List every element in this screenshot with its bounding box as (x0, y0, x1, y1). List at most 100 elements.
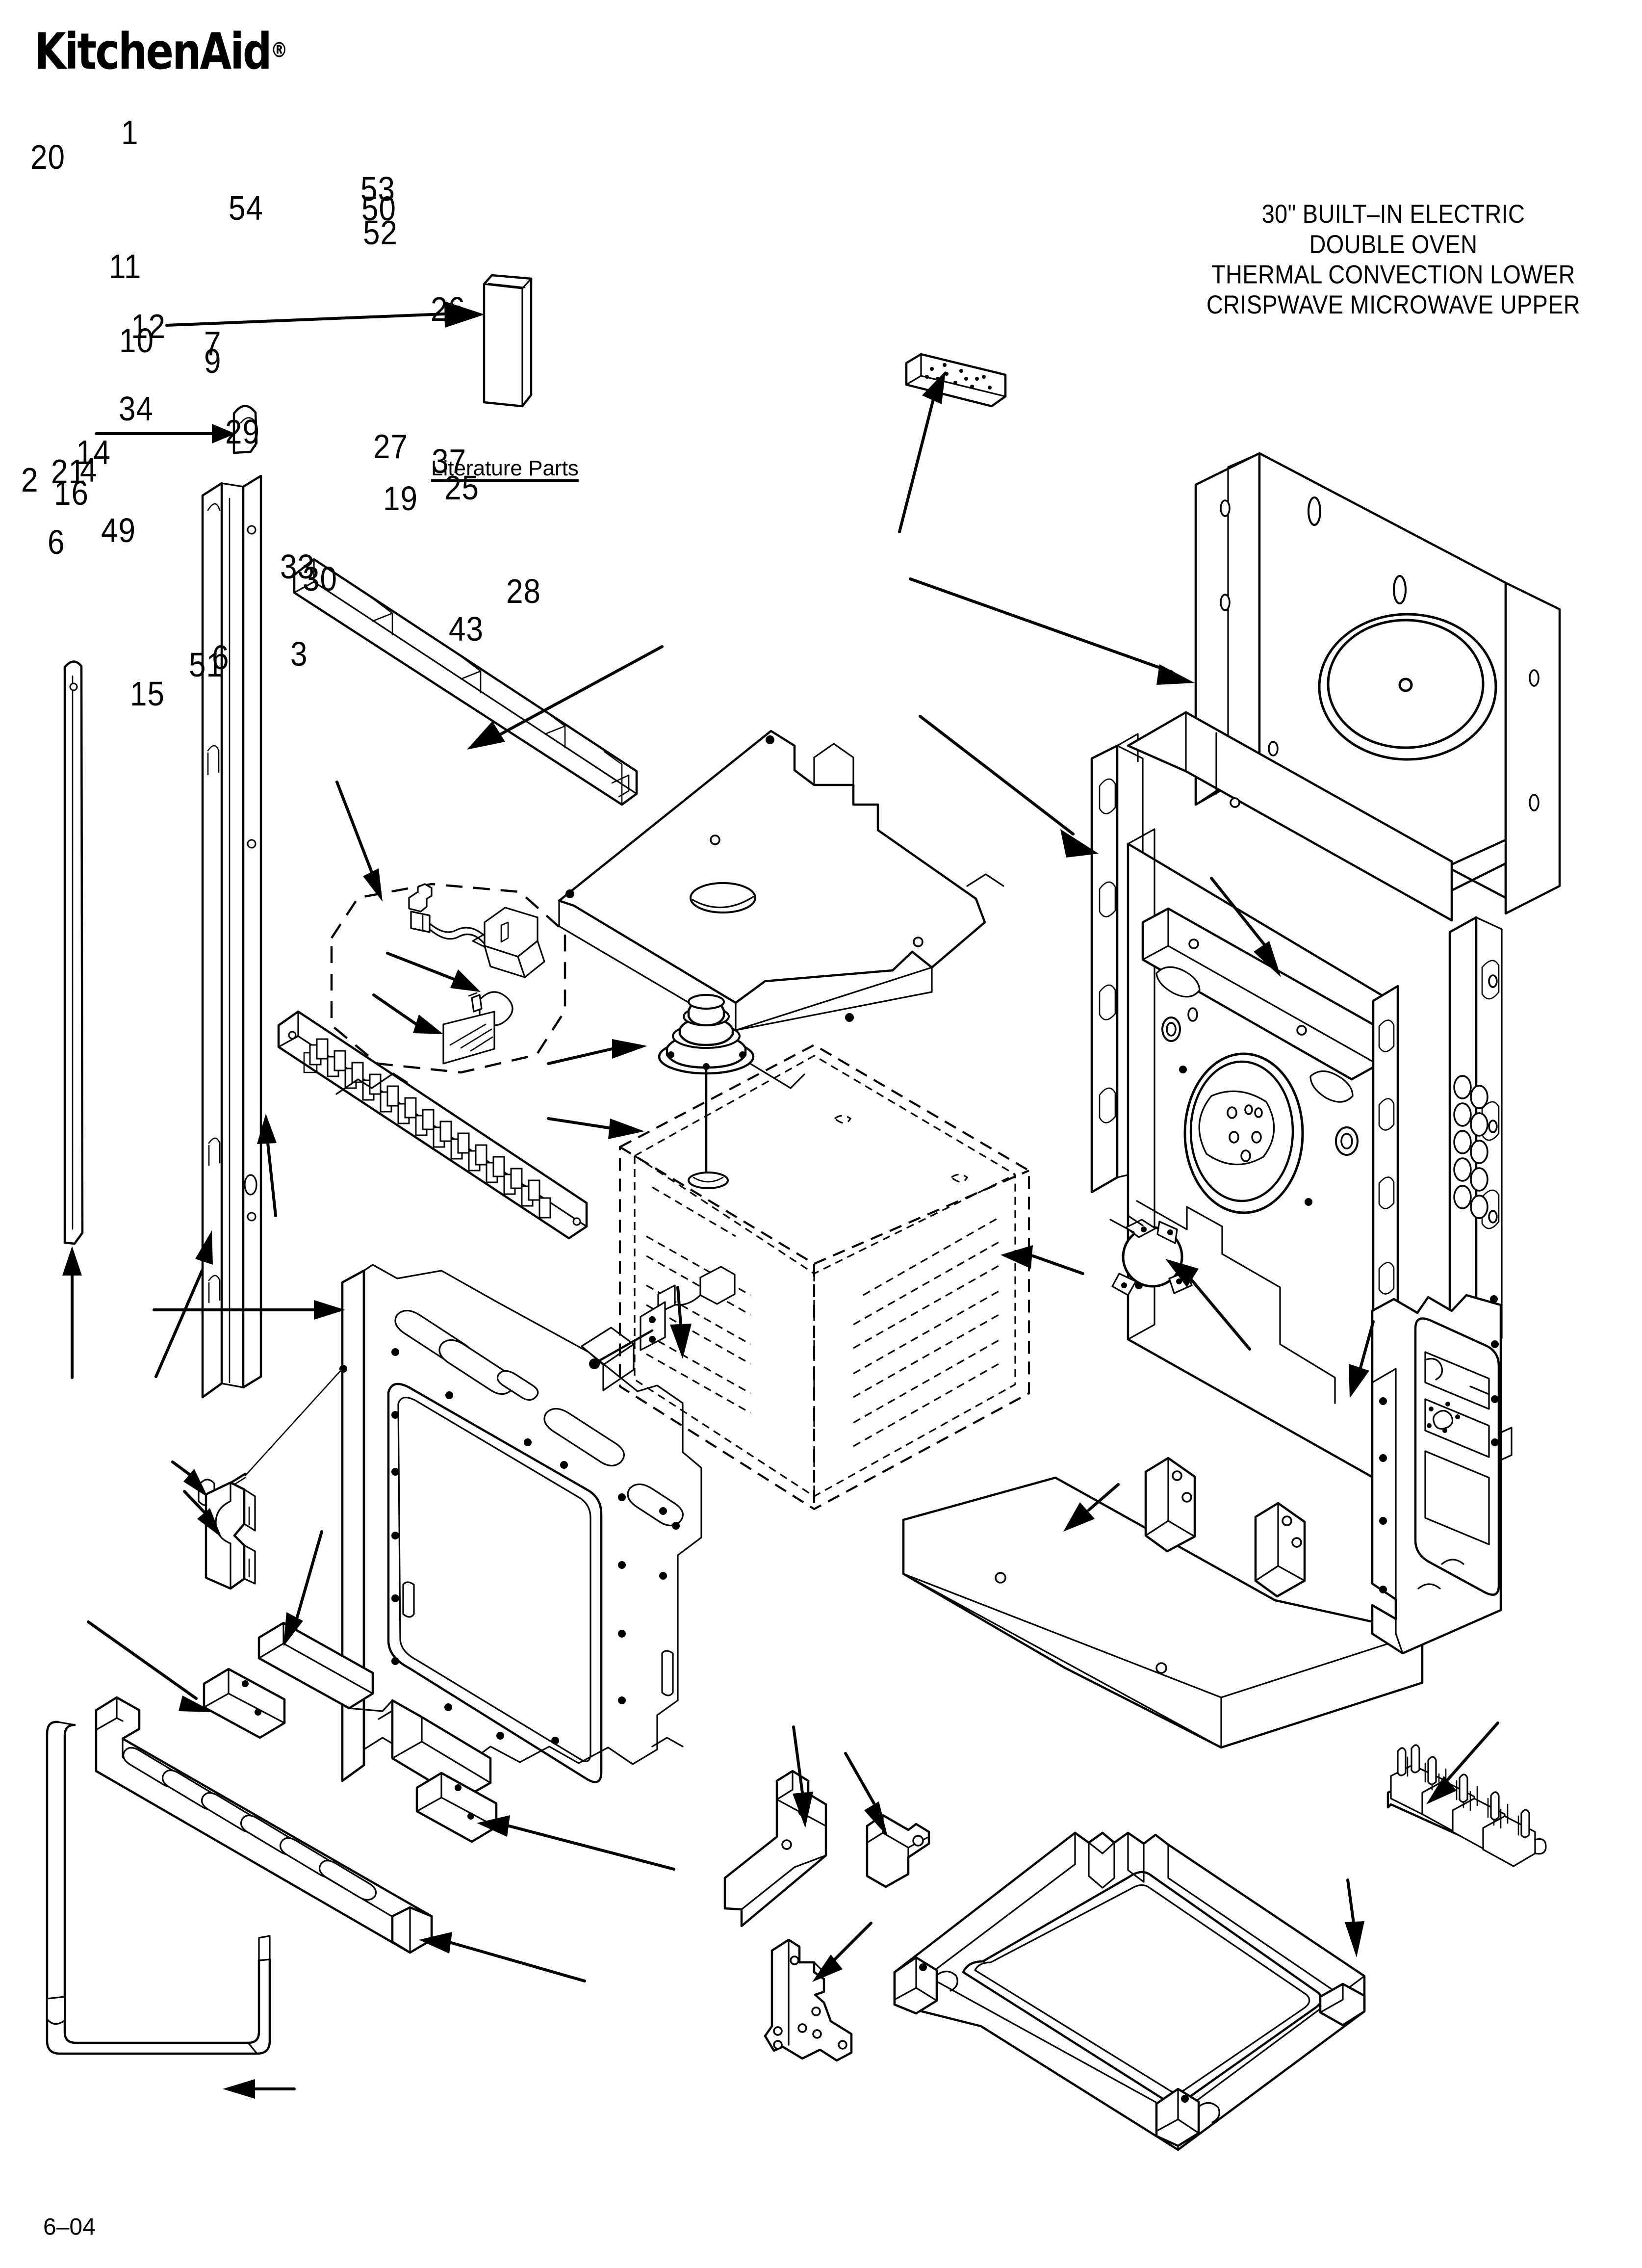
part-25-rear-access-cover (1371, 1294, 1513, 1655)
part-12-lamp-housing (468, 907, 545, 1026)
callout-center-support-bar: 49 (101, 512, 136, 550)
callout-spacer-block: 6 (48, 523, 65, 562)
title-line-4: CRISPWAVE MICROWAVE UPPER (1206, 289, 1580, 319)
leader-4 (171, 1460, 208, 1497)
callout-right-side-panel: 50 (361, 190, 396, 228)
part-19-microwave-shelf-panel (902, 1457, 1424, 1749)
part-50-right-side-panel (1194, 452, 1561, 915)
leader-29 (670, 1286, 692, 1359)
callout-rear-access-cover: 25 (444, 469, 479, 507)
callout-lamp-assembly-group: 11 (109, 248, 142, 286)
leader-33 (792, 1725, 813, 1828)
callout-upper-trim-rail: 54 (229, 189, 263, 228)
leader-15 (223, 2079, 296, 2099)
leader-16 (183, 1490, 222, 1538)
callout-thermal-cutoff-switch: 37 (432, 443, 466, 481)
leader-2 (62, 1246, 82, 1379)
leader-21 (154, 1230, 213, 1378)
literature-parts-label: Literature Parts (431, 456, 579, 480)
callout-spacer-block-duplicate: 6 (212, 639, 230, 677)
part-30-latch-bracket (866, 1814, 930, 1888)
leader-14 (153, 1300, 345, 1320)
leader-28 (1426, 1721, 1499, 1804)
callout-lamp-bulb: 12 (131, 308, 166, 346)
callout-trim-strip: 2 (21, 461, 39, 499)
callout-vent-grille-trim: 34 (119, 390, 154, 428)
part-15-door-seal-gasket (46, 1721, 271, 2055)
callout-insulation-block: 53 (360, 170, 395, 209)
leader-25 (1349, 1320, 1375, 1398)
leader-6-lower (477, 1815, 675, 1871)
brand-wordmark: KitchenAid (34, 23, 272, 81)
leader-3 (812, 1922, 872, 1982)
leader-1 (165, 301, 485, 328)
leader-9 (547, 1117, 644, 1139)
part-3-hinge-bracket (764, 1938, 853, 2062)
callout-terminal-block: 28 (506, 573, 541, 611)
title-line-3: THERMAL CONVECTION LOWER (1211, 260, 1575, 289)
leader-37 (1165, 1259, 1251, 1351)
part-1-literature-sheet (483, 274, 533, 408)
leader-53 (898, 371, 946, 533)
callout-front-frame: 14 (76, 434, 111, 472)
part-43-bottom-pan-frame (893, 1831, 1366, 2151)
part-54-upper-trim-rail (293, 558, 638, 806)
callout-rear-chassis-panel: 26 (431, 290, 465, 329)
callout-lamp-lens: 10 (119, 322, 154, 360)
leader-52 (919, 715, 1099, 858)
title-line-2: DOUBLE OVEN (1309, 229, 1478, 259)
leader-30 (844, 1752, 888, 1837)
screw-star-mark (1427, 1402, 1460, 1433)
callout-oven-top-panel: 7 (204, 325, 222, 363)
callout-lower-trim-end: 51 (189, 646, 224, 684)
part-34-vent-grille-trim (277, 1010, 588, 1240)
leader-20 (95, 424, 235, 443)
registered-trademark-icon: ® (270, 38, 288, 63)
part-29-cavity-sensor-probe (589, 1266, 736, 1369)
leader-27 (1001, 1245, 1084, 1275)
part-49-center-support-bar (257, 1621, 492, 1801)
part-16-hinge-receiver (205, 1481, 256, 1590)
part-27-oven-cavity-liner (618, 1043, 1030, 1511)
leader-54 (467, 645, 664, 750)
leader-19 (1063, 1483, 1120, 1532)
callout-left-side-rail: 21 (51, 453, 86, 491)
part-lamp-socket (408, 883, 486, 945)
callout-cavity-sensor-probe: 29 (225, 413, 260, 451)
part-51-lower-trim-panel (95, 1696, 433, 1954)
part-9-vent-tube (658, 994, 755, 1189)
leader-49 (283, 1530, 323, 1646)
part-4-shoulder-screw (198, 1365, 347, 1507)
callout-literature-sheet: 1 (121, 114, 139, 152)
leader-26 (1210, 877, 1281, 977)
callout-bottom-pan-frame: 43 (449, 610, 484, 649)
callout-vent-tube: 9 (204, 342, 222, 381)
leader-10 (372, 993, 443, 1034)
callout-microwave-shelf-panel: 19 (383, 480, 418, 518)
part-6-spacer-block-upper (203, 1668, 286, 1739)
callout-lower-support-channel: 33 (280, 548, 315, 586)
callout-door-seal-gasket: 15 (130, 675, 165, 713)
callout-shoulder-screw: 4 (80, 451, 98, 490)
callout-end-cap-trim: 20 (30, 138, 65, 177)
part-10-lamp-lens (442, 1011, 495, 1065)
callout-hinge-bracket: 3 (290, 635, 308, 674)
callout-side-mounting-bracket: 52 (363, 214, 398, 252)
leader-43 (1345, 1878, 1364, 1957)
leader-50 (909, 577, 1195, 685)
part-11-lamp-assembly-group (330, 883, 566, 1074)
page-footer-code: 6–04 (43, 2214, 96, 2240)
page-title: 30" BUILT–IN ELECTRIC DOUBLE OVEN THERMA… (1206, 199, 1580, 320)
leader-6-upper (87, 1620, 214, 1712)
callout-oven-cavity-liner: 27 (373, 428, 408, 466)
leader-11 (335, 781, 383, 902)
leader-12 (386, 952, 481, 992)
leader-7 (547, 1039, 647, 1065)
part-7-oven-top-panel (558, 730, 1004, 1089)
callout-hinge-receiver: 16 (54, 474, 89, 513)
part-20-end-cap (232, 405, 258, 454)
callout-latch-bracket: 30 (303, 560, 337, 599)
part-2-trim-strip (63, 660, 84, 1245)
